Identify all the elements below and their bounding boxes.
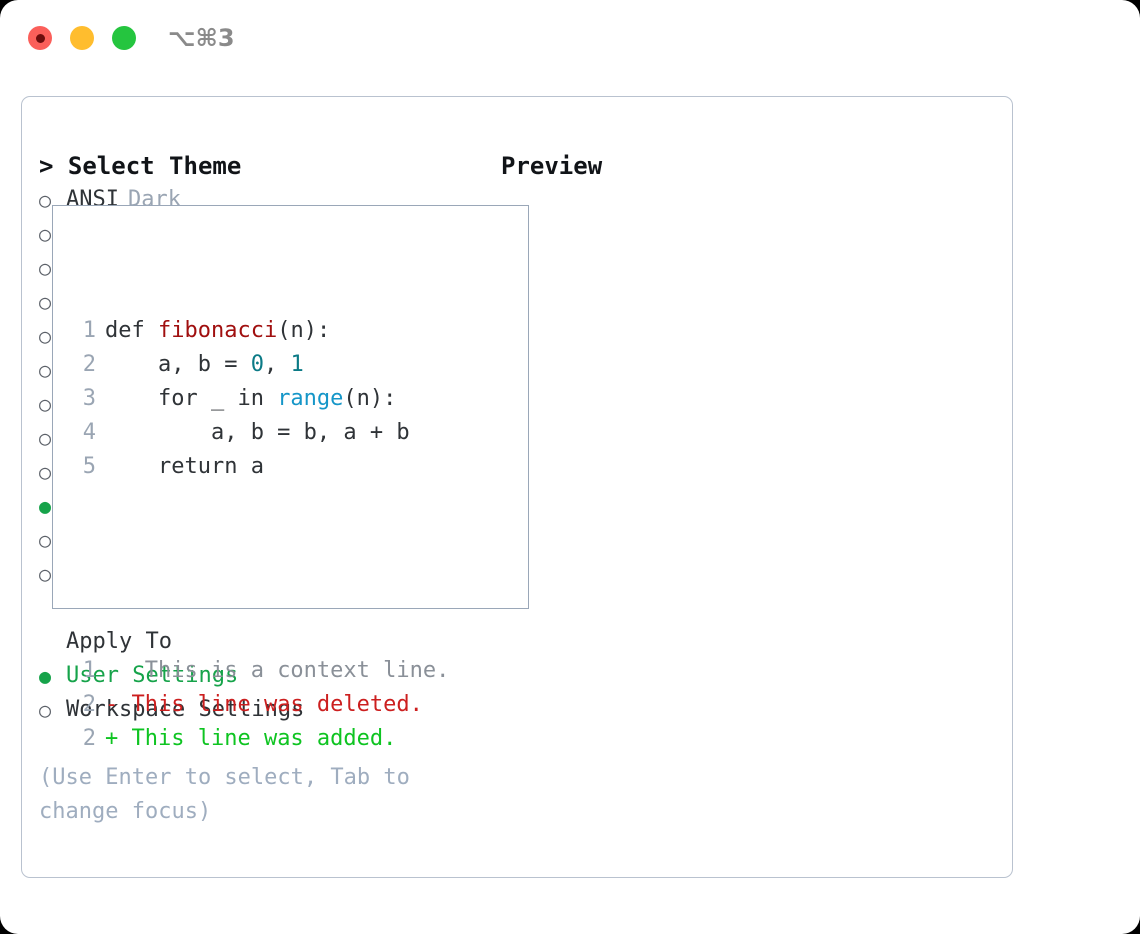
radio-unselected-icon: ○ [39, 358, 52, 382]
diff-sign: + [105, 726, 119, 751]
apply-to-option-user-settings[interactable]: ● User Settings [39, 659, 479, 693]
code-token-num: 0 [250, 352, 264, 377]
line-number: 3 [82, 386, 96, 411]
apply-to-list: ● User Settings ○ Workspace Settings [39, 659, 479, 727]
code-token-plain: for _ in [105, 386, 278, 411]
close-button[interactable] [28, 26, 52, 50]
line-number: 2 [82, 692, 96, 717]
code-token-plain: (n): [343, 386, 397, 411]
code-line: 4 a, b = b, a + b [74, 416, 449, 450]
radio-unselected-icon: ○ [39, 222, 52, 246]
diff-line: 1 This is a context line. [74, 654, 450, 688]
apply-to-heading: Apply To [66, 629, 172, 654]
code-token-plain: , [263, 352, 291, 377]
diff-line: 2- This line was deleted. [74, 688, 449, 722]
diff-text: This is a context line. [118, 658, 450, 683]
select-theme-heading: > Select Theme [39, 149, 479, 183]
radio-unselected-icon: ○ [39, 188, 52, 212]
apply-to-option-workspace-settings[interactable]: ○ Workspace Settings [39, 693, 479, 727]
keyboard-shortcut-label: ⌥⌘3 [168, 24, 235, 52]
code-line: 5 return a [74, 450, 449, 484]
diff-sign: - [105, 692, 119, 717]
line-number: 4 [82, 420, 96, 445]
line-number: 1 [82, 318, 96, 343]
window-controls [28, 26, 136, 50]
preview-heading: Preview [501, 152, 603, 180]
diff-line: 2 + This line was added. [74, 722, 449, 756]
code-token-num: 1 [290, 352, 304, 377]
select-theme-heading-label [53, 152, 67, 180]
keyboard-hint-text: (Use Enter to select, Tab to change focu… [39, 765, 424, 824]
minimize-button[interactable] [70, 26, 94, 50]
select-theme-title: Select Theme [67, 152, 242, 180]
radio-unselected-icon: ○ [39, 392, 52, 416]
apply-to-option-label: User Settings [66, 663, 239, 688]
preview-column: Preview [501, 149, 991, 183]
code-token-kw: def [105, 318, 158, 343]
diff-sign [105, 658, 118, 683]
code-line: 3 for _ in range(n): [74, 382, 449, 416]
radio-unselected-icon: ○ [39, 460, 52, 484]
diff-sample: 1 This is a context line.2- This line wa… [74, 654, 450, 756]
code-token-plain: a, b = b, a + b [105, 420, 410, 445]
diff-text: This line was deleted. [118, 692, 423, 717]
line-number: 1 [82, 658, 96, 683]
radio-unselected-icon: ○ [39, 528, 52, 552]
maximize-button[interactable] [112, 26, 136, 50]
radio-unselected-icon: ○ [39, 698, 52, 722]
title-bar: ⌥⌘3 [0, 0, 1140, 78]
line-number: 2 [82, 352, 96, 377]
radio-unselected-icon: ○ [39, 290, 52, 314]
code-token-call: range [277, 386, 344, 411]
code-token-fn: fibonacci [157, 318, 278, 343]
radio-unselected-icon: ○ [39, 426, 52, 450]
radio-unselected-icon: ○ [39, 562, 52, 586]
selection-caret-icon: > [39, 152, 54, 180]
code-diff-gap [74, 552, 449, 586]
line-number: 2 [82, 726, 96, 751]
apply-to-option-label: Workspace Settings [66, 697, 305, 722]
code-token-plain: a, b = [105, 352, 251, 377]
diff-text: This line was added. [118, 726, 397, 751]
code-line: 1 def fibonacci(n): [74, 314, 449, 348]
radio-selected-icon: ● [39, 664, 52, 688]
code-token-plain: (n): [277, 318, 331, 343]
code-line: 2 a, b = 0, 1 [74, 348, 449, 382]
radio-selected-icon: ● [39, 494, 52, 518]
radio-unselected-icon: ○ [39, 324, 52, 348]
code-token-plain: return a [105, 454, 264, 479]
radio-unselected-icon: ○ [39, 256, 52, 280]
line-number: 5 [82, 454, 96, 479]
